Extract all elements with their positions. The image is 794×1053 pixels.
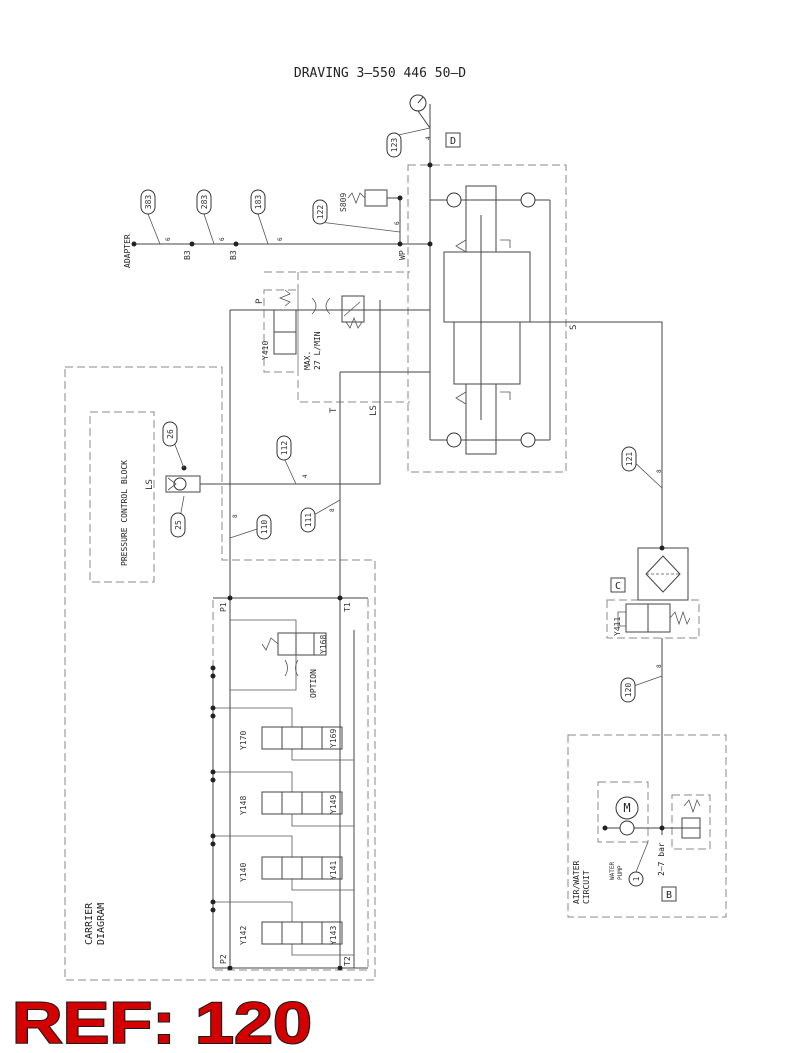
water-pump: M	[615, 796, 701, 873]
port-label: T	[329, 407, 339, 413]
valve-label: Y149	[329, 795, 338, 814]
valve-label: Y140	[239, 863, 248, 882]
valve-label: Y143	[329, 926, 338, 945]
actuator-block	[430, 185, 551, 455]
valve-label: Y169	[329, 729, 338, 748]
hose-size: 8	[656, 664, 663, 668]
hose-size: 6	[219, 237, 226, 241]
filter-and-y411	[617, 547, 691, 633]
valve-label: Y141	[329, 861, 338, 880]
motor-symbol: M	[623, 801, 630, 815]
balloon-label: 25	[174, 520, 183, 530]
balloon-label: 1	[632, 876, 641, 881]
valve-labels: Y411 Y168 Y169 Y170 Y148 Y149 Y140 Y141 …	[239, 193, 622, 945]
water-pump-label: WATERPUMP	[609, 862, 624, 880]
hose-size: 4	[425, 136, 432, 140]
hose-size: 8	[329, 508, 336, 512]
balloon-label: 26	[166, 429, 175, 439]
pressure-range-label: 2—7 bar	[657, 842, 666, 876]
air-water-circuit-label: AIR/WATERCIRCUIT	[572, 860, 591, 904]
balloon-label: 123	[390, 138, 399, 153]
valve-label: S809	[339, 193, 348, 212]
port-label: LS	[369, 405, 379, 416]
valve-label: Y410	[261, 341, 270, 360]
adapter-label: ADAPTER	[123, 234, 132, 268]
flow-restrictor	[311, 295, 365, 329]
valve-label: Y411	[613, 617, 622, 636]
valve-label: Y170	[239, 731, 248, 750]
balloon-label: 122	[316, 205, 325, 220]
balloon-label: 112	[280, 441, 289, 456]
balloon-label: 183	[254, 195, 263, 210]
valve-label: Y168	[319, 635, 328, 654]
balloon-label: 383	[144, 195, 153, 210]
box-letter-b: B	[666, 890, 672, 901]
max-flow-label: MAX.27 L/MIN	[303, 331, 322, 370]
port-label: S	[569, 325, 579, 330]
junction-dots	[131, 162, 665, 971]
drawing-title: DRAVING 3—550 446 50—D	[294, 66, 466, 81]
hose-size: 6	[277, 237, 284, 241]
port-label: P1	[219, 602, 228, 612]
port-label: WP	[398, 250, 407, 260]
balloons: 383 283 183 122 123 112 26 25 110 111 12…	[140, 132, 644, 887]
valve-label: Y142	[239, 926, 248, 945]
ref-stamp: REF: 120	[12, 991, 312, 1053]
valve-y410: Y410	[261, 289, 297, 360]
balloon-label: 110	[260, 520, 269, 535]
carrier-diagram-label: CARRIERDIAGRAM	[84, 902, 107, 945]
port-label: LS	[145, 479, 155, 490]
port-label: T2	[343, 956, 352, 966]
carrier-valves	[213, 619, 354, 956]
option-label: OPTION	[309, 669, 318, 698]
hose-size: 8	[232, 514, 239, 518]
hose-size: 6	[394, 221, 401, 225]
box-letter-d: D	[450, 136, 456, 147]
port-label: B3	[183, 250, 192, 260]
hose-size: 8	[656, 469, 663, 473]
box-letter-c: C	[615, 581, 621, 592]
block-labels: CARRIERDIAGRAM PRESSURE CONTROL BLOCK AI…	[84, 234, 666, 945]
box-letters: D C B	[445, 132, 677, 902]
hose-size: 6	[165, 237, 172, 241]
hose-sizes: 6 6 6 6 4 4 8 8 8 8	[165, 136, 663, 668]
balloon-label: 121	[625, 452, 634, 467]
hydraulic-lines	[134, 94, 700, 969]
dashed-enclosures	[64, 164, 727, 981]
port-label: B3	[229, 250, 238, 260]
balloon-label: 283	[200, 195, 209, 210]
port-label: P2	[219, 954, 228, 964]
check-valve-25	[165, 475, 201, 493]
balloon-label: 120	[624, 683, 633, 698]
pressure-control-block-label: PRESSURE CONTROL BLOCK	[120, 460, 129, 566]
port-label: T1	[343, 602, 352, 612]
hose-size: 4	[302, 474, 309, 478]
port-labels: P T LS LS WP S P1 T1 P2 T2 B3 B3	[145, 250, 579, 966]
balloon-label: 111	[304, 513, 313, 528]
valve-label: Y148	[239, 796, 248, 815]
port-label: P	[255, 298, 265, 304]
